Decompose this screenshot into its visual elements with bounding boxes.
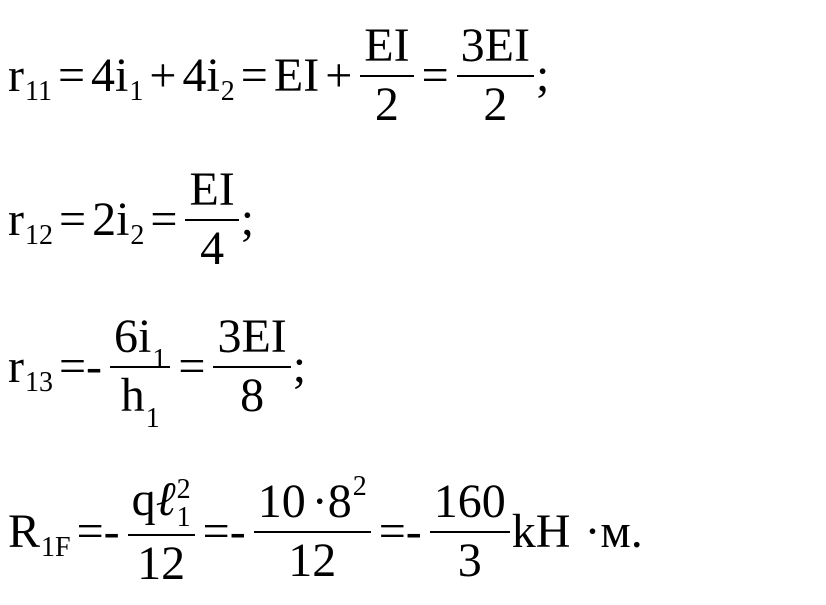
- fraction: 6i1 h1: [110, 310, 171, 434]
- fraction-denominator: 12: [137, 536, 186, 590]
- fraction: EI 2: [360, 19, 414, 132]
- fraction-denominator: 12: [288, 534, 337, 587]
- fraction-denominator: 8: [240, 369, 265, 422]
- subscript: 1: [176, 501, 191, 533]
- subscript: 1: [129, 76, 144, 107]
- term: 10: [257, 475, 306, 529]
- equals-sign: =: [421, 49, 449, 102]
- term: 4i: [182, 49, 220, 102]
- fraction: 3EI 8: [213, 310, 291, 423]
- superscript: 2: [176, 473, 191, 505]
- subscript: 13: [24, 367, 53, 398]
- equals-sign: =: [150, 193, 178, 246]
- symbol-r: r: [8, 49, 24, 102]
- fraction-denominator: h1: [117, 368, 164, 434]
- fraction-bar: [110, 366, 171, 368]
- term: 2i: [92, 193, 130, 246]
- equals-minus-sign: =-: [202, 505, 246, 558]
- semicolon: ;: [240, 193, 255, 246]
- fraction-bar: [429, 531, 510, 533]
- subscript: 2: [220, 76, 235, 107]
- subscript: 1F: [41, 532, 71, 563]
- subscript: 2: [130, 220, 145, 251]
- fraction-numerator: EI: [189, 163, 235, 217]
- fraction-numerator: 3EI: [460, 19, 530, 73]
- fraction-denominator: 3: [457, 534, 482, 587]
- fraction-bar: [456, 75, 534, 77]
- term: 4i: [91, 49, 129, 102]
- unit-kh: kH: [511, 505, 571, 558]
- subscript: 11: [24, 76, 52, 107]
- equals-minus-sign: =-: [378, 505, 422, 558]
- fraction: 160 3: [429, 475, 510, 588]
- fraction-numerator: 160: [433, 475, 506, 529]
- term: 6i: [114, 310, 152, 364]
- subscript: 1: [145, 403, 160, 434]
- symbol-R: R: [8, 505, 41, 558]
- subscript: 12: [24, 220, 53, 251]
- fraction: EI 4: [185, 163, 239, 276]
- script-l: ℓ: [155, 472, 176, 526]
- fraction: 3EI 2: [456, 19, 534, 132]
- fraction-bar: [360, 75, 414, 77]
- superscript: 2: [352, 471, 367, 503]
- equals-minus-sign: =-: [76, 505, 120, 558]
- fraction-denominator: 4: [200, 222, 225, 275]
- equals-sign: =: [240, 49, 268, 102]
- symbol-r: r: [8, 193, 24, 246]
- unit-m: ·м.: [584, 505, 643, 558]
- term: h: [120, 369, 145, 422]
- equals-sign: =: [57, 49, 86, 102]
- term: ·8: [311, 475, 352, 529]
- fraction-denominator: 2: [374, 78, 399, 131]
- fraction-numerator: 6i1: [110, 310, 170, 375]
- fraction-bar: [253, 531, 371, 533]
- subscript: 1: [152, 344, 167, 376]
- symbol-r: r: [8, 340, 24, 393]
- equals-minus-sign: =-: [58, 340, 103, 393]
- fraction-numerator: 10·82: [254, 471, 371, 531]
- equals-sign: =: [58, 193, 87, 246]
- plus-sign: +: [149, 49, 177, 102]
- fraction-bar: [213, 366, 291, 368]
- semicolon: ;: [292, 340, 307, 393]
- term: EI: [273, 49, 320, 102]
- plus-sign: +: [325, 49, 353, 102]
- fraction: 10·82 12: [253, 471, 371, 588]
- fraction-denominator: 2: [483, 78, 508, 131]
- semicolon: ;: [535, 49, 550, 102]
- equals-sign: =: [178, 340, 206, 393]
- fraction-bar: [185, 219, 239, 221]
- fraction-bar: [127, 533, 195, 536]
- fraction-numerator: 3EI: [217, 310, 287, 364]
- term: q: [131, 472, 156, 526]
- fraction-numerator: EI: [364, 19, 410, 73]
